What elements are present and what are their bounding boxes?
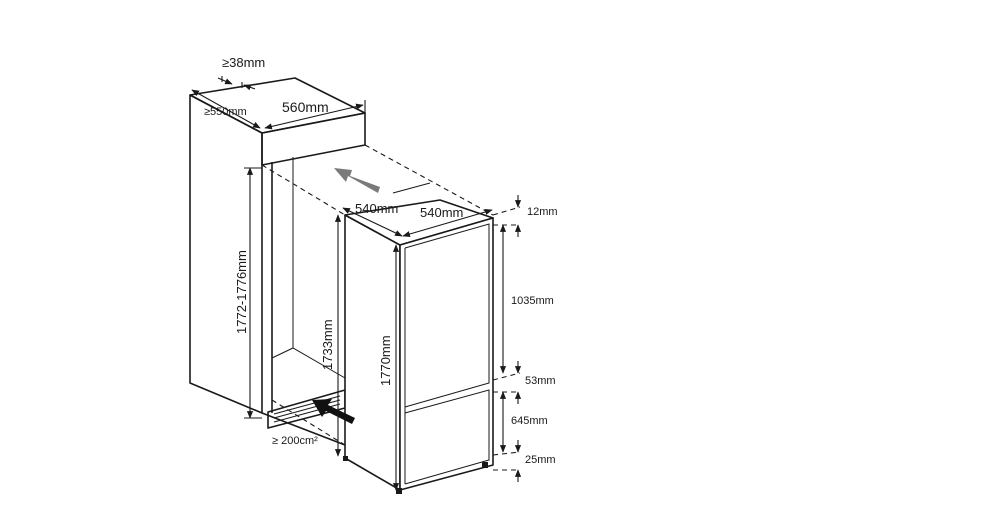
label-top-gap: 12mm: [527, 206, 558, 218]
label-inner-height: 1733mm: [320, 319, 335, 370]
niche-base-edge: [261, 412, 346, 446]
fridge-foot: [343, 456, 348, 461]
label-width-fridge: 540mm: [355, 201, 398, 216]
label-depth-niche: ≥550mm: [204, 106, 247, 118]
fridge-foot: [482, 462, 488, 468]
niche-cabinet: [189, 77, 366, 446]
niche-left-panel: [189, 94, 263, 414]
lower-door: [404, 389, 490, 485]
fridge-front: [399, 217, 494, 491]
label-fridge-height: 1770mm: [378, 335, 393, 386]
label-width-niche: 560mm: [282, 99, 329, 115]
dimension-lines: [191, 76, 522, 491]
label-vent-area: ≥ 200cm²: [272, 435, 318, 447]
label-depth-fridge: 540mm: [420, 205, 463, 220]
dimension-labels: ≥38mm ≥550mm 560mm 540mm 540mm 1772-1776…: [204, 55, 558, 466]
niche-floor: [271, 347, 346, 379]
niche-top-beam: [261, 112, 366, 166]
label-gap-top: ≥38mm: [222, 55, 265, 70]
fridge-unit: [343, 199, 494, 494]
airflow-grey-arrow: [334, 168, 380, 193]
label-niche-height: 1772-1776mm: [234, 250, 249, 334]
fridge-foot: [396, 488, 402, 494]
label-door-gap: 53mm: [525, 375, 556, 387]
label-bottom-gap: 25mm: [525, 454, 556, 466]
label-lower-door: 645mm: [511, 415, 548, 427]
label-upper-door: 1035mm: [511, 295, 554, 307]
airflow-black-arrow: [312, 399, 355, 424]
